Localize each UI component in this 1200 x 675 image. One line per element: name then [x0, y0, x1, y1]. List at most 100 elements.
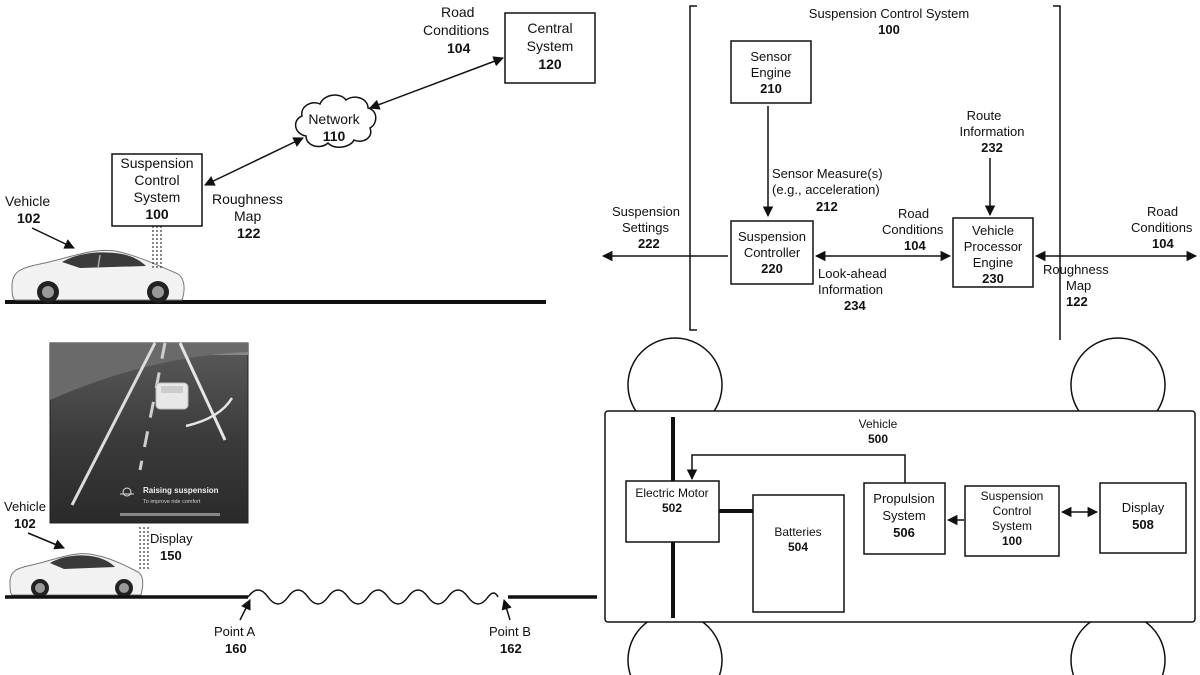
- central-system-label-line2: System: [527, 38, 574, 54]
- route-info-label-line1: Route: [967, 108, 1002, 123]
- point-a-number: 160: [225, 641, 247, 656]
- display-number: 508: [1132, 517, 1154, 532]
- vpe-label-line3: Engine: [973, 255, 1013, 270]
- look-ahead-number: 234: [844, 298, 866, 313]
- left-bracket: [689, 5, 697, 331]
- sensor-engine-box: [730, 40, 812, 104]
- sensor-engine-number: 210: [760, 81, 782, 96]
- network-label: Network: [308, 111, 360, 127]
- outer-road-label-line1: Road: [1147, 204, 1178, 219]
- rough-road-wave: [247, 589, 499, 605]
- display-label: Display: [150, 531, 193, 546]
- vehicle-label: Vehicle: [4, 499, 46, 514]
- central-system-label-line1: Central: [527, 20, 572, 36]
- roughness-map-number: 122: [237, 225, 261, 241]
- top-left-figure: Vehicle 102 Suspension Control System 10…: [5, 4, 596, 304]
- propulsion-number: 506: [893, 525, 915, 540]
- suspension-controller-box: [730, 220, 814, 285]
- outer-roughness-number: 122: [1066, 294, 1088, 309]
- batteries-number: 504: [788, 540, 808, 554]
- screen-text-main: Raising suspension: [143, 486, 219, 495]
- point-b-number: 162: [500, 641, 522, 656]
- central-system-box: [504, 12, 596, 84]
- sensor-engine-label-line1: Sensor: [750, 49, 792, 64]
- motor-label: Electric Motor: [635, 486, 708, 500]
- look-ahead-label-line1: Look-ahead: [818, 266, 887, 281]
- road-conditions-label-line2: Conditions: [423, 22, 489, 38]
- suspension-settings-label-line2: Settings: [622, 220, 669, 235]
- suspension-settings-number: 222: [638, 236, 660, 251]
- route-info-number: 232: [981, 140, 1003, 155]
- network-central-arrow: [369, 56, 504, 110]
- right-bracket: [1053, 5, 1061, 340]
- network-cloud: [294, 94, 377, 148]
- top-right-figure: Suspension Control System 100 Sensor Eng…: [601, 5, 1198, 340]
- scs-label-line1: Suspension: [981, 489, 1044, 503]
- sensor-engine-label-line2: Engine: [751, 65, 791, 80]
- vehicle-car-image: [9, 553, 144, 597]
- point-a-label: Point A: [214, 624, 256, 639]
- road-conditions-number: 104: [447, 40, 471, 56]
- screen-text-sub: To improve ride comfort: [143, 499, 201, 505]
- propulsion-label-line1: Propulsion: [873, 491, 934, 506]
- display-number: 150: [160, 548, 182, 563]
- propulsion-label-line2: System: [882, 508, 925, 523]
- sensor-measures-line2: (e.g., acceleration): [772, 182, 880, 197]
- vehicle-car-image: [11, 249, 185, 303]
- vehicle-label: Vehicle: [859, 417, 898, 431]
- scs-title-number: 100: [878, 22, 900, 37]
- outer-road-label-line2: Conditions: [1131, 220, 1193, 235]
- controller-label-line1: Suspension: [738, 229, 806, 244]
- controller-label-line2: Controller: [744, 245, 801, 260]
- look-ahead-label-line2: Information: [818, 282, 883, 297]
- bottom-left-figure: Raising suspension To improve ride comfo…: [4, 342, 597, 656]
- outer-roughness-label-line2: Map: [1066, 278, 1091, 293]
- inner-road-number: 104: [904, 238, 926, 253]
- vehicle-number: 102: [14, 516, 36, 531]
- vpe-number: 230: [982, 271, 1004, 286]
- roughness-map-label-line2: Map: [234, 208, 261, 224]
- vpe-label-line2: Processor: [964, 239, 1023, 254]
- scs-label-line3: System: [134, 189, 181, 205]
- vehicle-label: Vehicle: [5, 193, 50, 209]
- sensor-measures-line1: Sensor Measure(s): [772, 166, 883, 181]
- inner-road-label-line2: Conditions: [882, 222, 944, 237]
- outer-road-number: 104: [1152, 236, 1174, 251]
- vehicle-number: 500: [868, 432, 888, 446]
- vehicle-processor-engine-box: [952, 217, 1034, 288]
- propulsion-system-box: [863, 482, 946, 555]
- outer-roughness-label-line1: Roughness: [1043, 262, 1109, 277]
- scs-label-line2: Control: [134, 172, 179, 188]
- batteries-label: Batteries: [774, 525, 821, 539]
- scs-number: 100: [1002, 534, 1022, 548]
- scs-label-line3: System: [992, 519, 1032, 533]
- roughness-map-label-line1: Roughness: [212, 191, 283, 207]
- suspension-settings-label-line1: Suspension: [612, 204, 680, 219]
- bottom-right-figure: Vehicle 500 Electric Motor 502 Batteries…: [604, 337, 1196, 675]
- display-box: [1099, 482, 1187, 554]
- vehicle-number: 102: [17, 210, 41, 226]
- scs-label-line1: Suspension: [120, 155, 193, 171]
- scs-number: 100: [145, 206, 169, 222]
- suspension-control-system-box: [964, 485, 1060, 557]
- vpe-label-line1: Vehicle: [972, 223, 1014, 238]
- scs-label-line2: Control: [993, 504, 1032, 518]
- electric-motor-box: [625, 480, 720, 543]
- scs-title: Suspension Control System: [809, 6, 969, 21]
- scs-network-arrow: [204, 137, 304, 186]
- network-number: 110: [323, 128, 346, 144]
- point-b-label: Point B: [489, 624, 531, 639]
- road-conditions-label-line1: Road: [441, 4, 474, 20]
- display-screen-image: [49, 342, 249, 524]
- display-label: Display: [1122, 500, 1165, 515]
- motor-number: 502: [662, 501, 682, 515]
- batteries-box: [752, 494, 845, 613]
- sensor-measures-number: 212: [816, 199, 838, 214]
- inner-road-label-line1: Road: [898, 206, 929, 221]
- propulsion-motor-arrow: [686, 454, 906, 483]
- controller-number: 220: [761, 261, 783, 276]
- central-system-number: 120: [538, 56, 562, 72]
- route-info-label-line2: Information: [959, 124, 1024, 139]
- suspension-control-system-box: [111, 153, 203, 227]
